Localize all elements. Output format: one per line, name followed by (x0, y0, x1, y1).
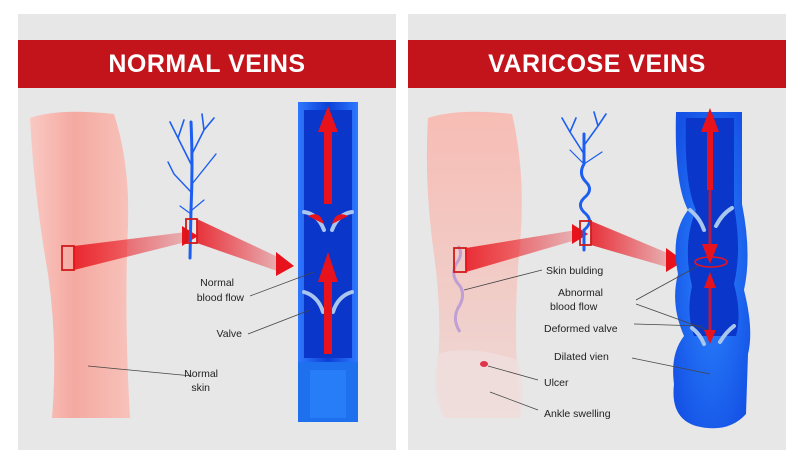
normal-veins-title: NORMAL VEINS (18, 40, 396, 88)
zoom-arrowhead-2 (276, 252, 294, 276)
label-abnormal-flow-2: blood flow (550, 301, 598, 313)
label-normal-flow-2: blood flow (197, 292, 245, 304)
varicose-veins-title: VARICOSE VEINS (408, 40, 786, 88)
dilated-vein-lumen (685, 118, 739, 336)
label-normal-flow-1: Normal (200, 277, 234, 289)
label-ankle-swelling: Ankle swelling (544, 408, 611, 420)
varicose-vein-tree (561, 111, 607, 252)
label-normal-skin-1: Normal (184, 368, 218, 380)
leader-dilated-vien (631, 357, 711, 375)
label-skin-bulding: Skin bulding (546, 265, 603, 277)
deformed-valve-lower (690, 324, 736, 346)
leader-abnormal-flow-a (635, 265, 699, 301)
varicose-ankle-swelling-shape (435, 350, 523, 418)
varicose-zoom-beam-2 (591, 221, 670, 268)
zoom-beam-1 (74, 232, 186, 270)
zoom-beam-2 (197, 219, 280, 272)
normal-vein-tree (167, 113, 217, 260)
label-deformed-valve: Deformed valve (544, 323, 618, 335)
leader-deformed-valve (633, 323, 703, 327)
normal-valve-lower (302, 290, 354, 314)
varicose-veins-illustration: Skin bulding Abnormal blood flow Deforme… (426, 108, 751, 429)
varicose-veins-panel: VARICOSE VEINS (408, 14, 786, 450)
label-abnormal-flow-1: Abnormal (558, 287, 603, 299)
normal-flow-arrows (308, 106, 348, 354)
varicose-zoom-beam-1 (466, 230, 576, 272)
label-normal-skin-2: skin (191, 382, 210, 394)
leader-valve (247, 309, 311, 335)
leader-ulcer (487, 365, 539, 381)
label-valve: Valve (217, 328, 243, 340)
normal-veins-panel: NORMAL VEINS (18, 14, 396, 450)
leader-normal-skin (87, 365, 193, 377)
ulcer-mark (480, 361, 488, 367)
leader-ankle-swelling (489, 391, 539, 411)
varicose-zoom-arrowhead-2 (666, 248, 684, 272)
abnormal-flow-arrows (694, 108, 728, 344)
label-dilated-vien: Dilated vien (554, 351, 609, 363)
varicose-skin-bulge (452, 245, 465, 333)
leader-normal-flow (249, 271, 315, 297)
deformed-valve-upper (688, 206, 734, 232)
label-ulcer: Ulcer (544, 377, 569, 389)
normal-veins-illustration: Normal blood flow Valve Normal skin (30, 102, 358, 422)
leader-skin-bulding (463, 269, 543, 291)
